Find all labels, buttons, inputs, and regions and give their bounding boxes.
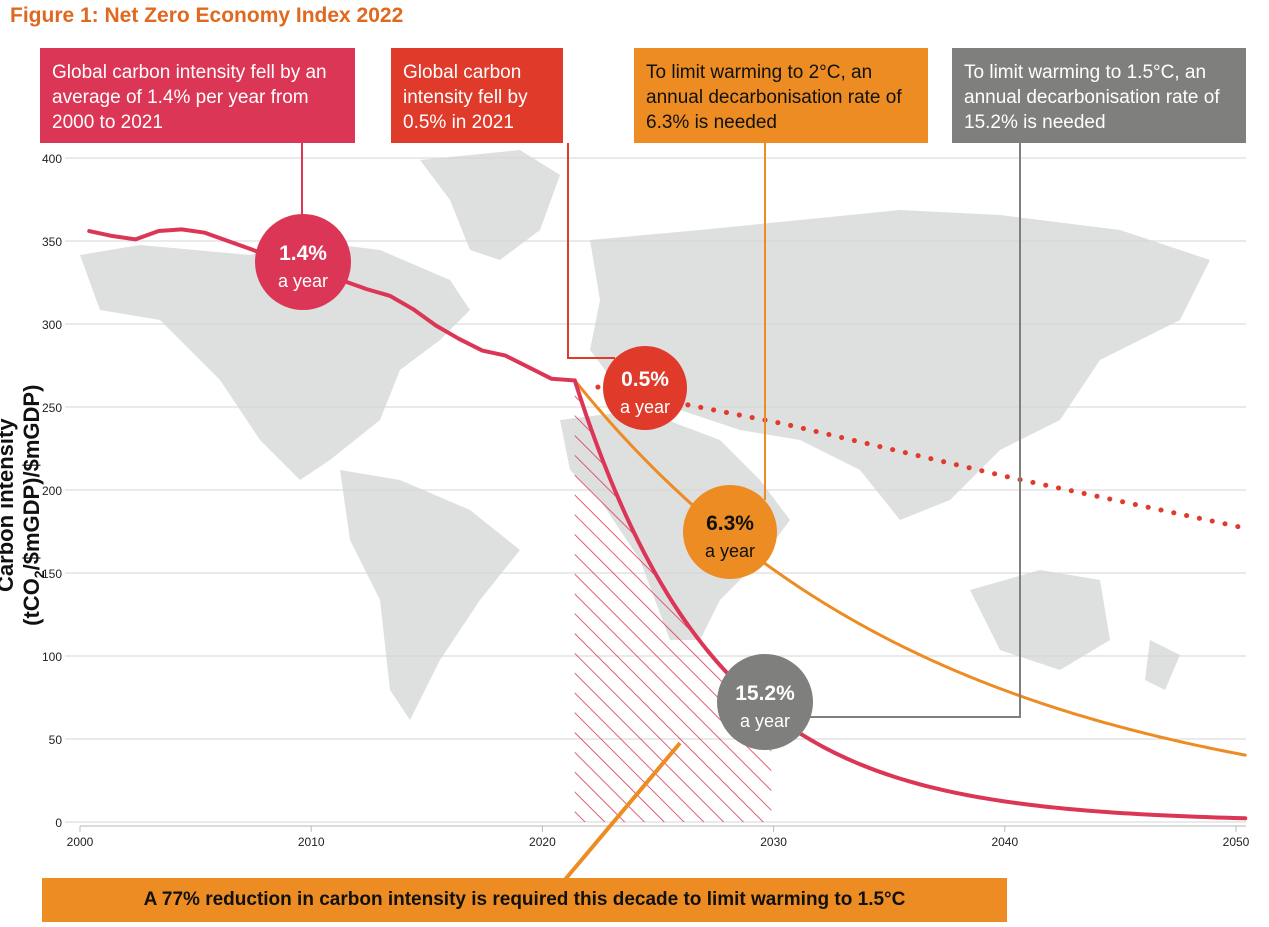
rate-circle-2c-label: a year [705,541,755,561]
rate-circle-2c [683,485,777,579]
x-tick-label: 2020 [529,835,556,849]
rate-circle-2021 [603,346,687,430]
chart-title: Figure 1: Net Zero Economy Index 2022 [10,4,404,27]
x-tick-label: 2010 [298,835,325,849]
y-tick-label: 100 [42,650,62,664]
y-tick-label: 400 [42,152,62,166]
y-tick-label: 150 [42,567,62,581]
current-rate-dotted-line [595,384,1248,531]
callout-box-2c: To limit warming to 2°C, an annual decar… [634,48,928,143]
rate-circle-historical-label: a year [278,271,328,291]
x-tick-label: 2040 [991,835,1018,849]
y-tick-label: 300 [42,318,62,332]
rate-circle-historical [255,214,351,310]
callout-box-2021: Global carbon intensity fell by 0.5% in … [391,48,563,143]
y-tick-label: 350 [42,235,62,249]
rate-circle-1-5c-label: a year [740,711,790,731]
one-point-five-degree-line [572,378,1248,821]
rate-circle-1-5c-value: 15.2% [735,682,795,705]
rate-circle-1-5c [717,654,813,750]
callout-box-1-5c: To limit warming to 1.5°C, an annual dec… [952,48,1246,143]
rate-circle-2021-label: a year [620,397,670,417]
map-landmass [420,150,560,260]
rate-circle-historical-value: 1.4% [279,242,327,265]
leader-line-1-5c [810,143,1021,718]
map-landmass [340,470,520,720]
leader-line-2021 [567,143,615,359]
rate-circle-2021-value: 0.5% [621,368,669,391]
x-tick-label: 2050 [1223,835,1250,849]
y-tick-label: 50 [49,733,63,747]
map-landmass [1145,640,1180,690]
map-landmass [560,410,790,640]
world-map-background [80,150,1210,720]
callout-box-historical: Global carbon intensity fell by an avera… [40,48,355,143]
y-axis-label: Carbon intensity (tCO2/$mGDP)/$mGDP) [0,384,48,626]
rate-circle-2c-value: 6.3% [706,512,754,535]
leader-line-bottom [561,741,682,884]
y-tick-label: 0 [55,816,62,830]
map-landmass [590,210,1210,520]
map-landmass [970,570,1110,670]
y-tick-label: 200 [42,484,62,498]
two-degree-line [573,378,1247,757]
map-landmass [80,240,470,480]
x-tick-label: 2000 [67,835,94,849]
x-tick-label: 2030 [760,835,787,849]
bottom-callout: A 77% reduction in carbon intensity is r… [42,878,1007,922]
y-tick-label: 250 [42,401,62,415]
